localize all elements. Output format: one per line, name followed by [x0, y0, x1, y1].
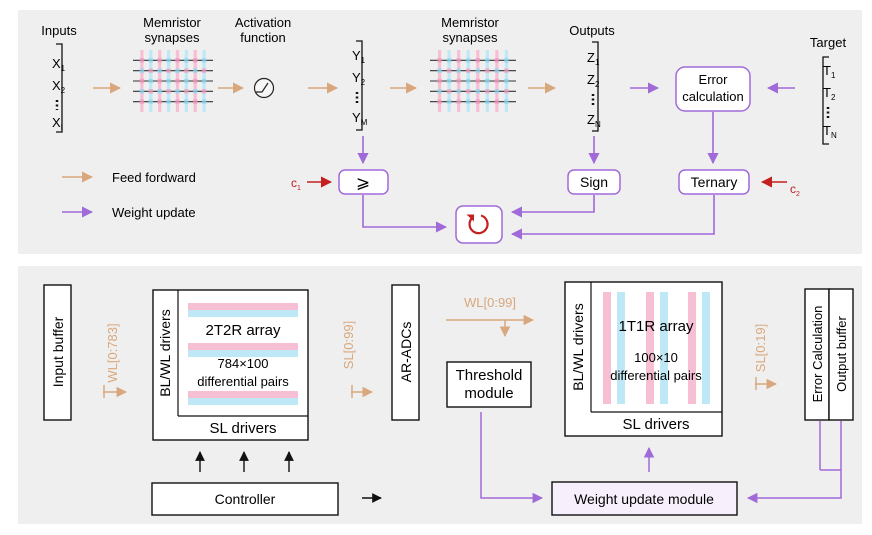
update-box	[455, 205, 503, 244]
pairs-2-line1: 100×10	[634, 350, 678, 365]
ar-adcs-box	[391, 284, 420, 421]
legend-feed-label: Feed fordward	[112, 170, 196, 185]
blwl-drivers-1-label: BL/WL drivers	[157, 309, 173, 396]
output-vector: Z1 Z2 ZN	[587, 41, 601, 132]
arrow-ternary-to-update	[510, 195, 715, 240]
pairs-2-line2: differential pairs	[610, 368, 702, 383]
error-calc-line1: Error	[699, 72, 729, 87]
threshold-line1: Threshold	[456, 367, 523, 384]
activation-function-icon	[253, 77, 275, 99]
hidden-vector: Y1 Y2 YM	[352, 40, 368, 131]
input-vector: X1 X2 XI	[52, 43, 66, 133]
z1-label: Z1	[587, 50, 600, 67]
weight-update-module-label: Weight update module	[574, 491, 714, 507]
synapses1-title-line2: synapses	[145, 30, 200, 45]
weight-update-module-box	[551, 481, 738, 516]
outputs-title: Outputs	[569, 23, 615, 38]
threshold-module-box	[446, 361, 532, 408]
output-buffer-label: Output buffer	[834, 316, 849, 392]
pairs-1-line2: differential pairs	[197, 374, 289, 389]
sl99-label: SL[0:99]	[341, 321, 356, 369]
c2-label: c2	[790, 182, 800, 198]
arrow-compare-to-update	[362, 195, 448, 233]
zn-label: ZN	[587, 112, 601, 129]
legend-update-label: Weight update	[112, 205, 196, 220]
pairs-1-line1: 784×100	[218, 356, 269, 371]
error-calculation-box	[675, 66, 751, 112]
threshold-line2: module	[464, 385, 513, 402]
activation-title-line1: Activation	[235, 15, 291, 30]
x2-label: X2	[52, 78, 66, 95]
ternary-label: Ternary	[691, 174, 738, 190]
tn-label: TN	[823, 123, 837, 140]
error-calculation-label: Error Calculation	[810, 306, 825, 403]
array-2t2r-label: 2T2R array	[205, 322, 281, 339]
sl-drivers-2-label: SL drivers	[623, 416, 690, 433]
sl-drivers-1-label: SL drivers	[210, 420, 277, 437]
arrow-threshold-to-update	[480, 412, 544, 504]
blwl-drivers-2-label: BL/WL drivers	[570, 303, 586, 390]
t2-label: T2	[823, 85, 836, 102]
ar-adcs-label: AR-ADCs	[398, 322, 414, 383]
array-1t1r-label: 1T1R array	[618, 318, 694, 335]
input-buffer-label: Input buffer	[50, 316, 66, 387]
update-cycle-icon	[466, 214, 489, 235]
wl99-label: WL[0:99]	[464, 295, 516, 310]
ym-label: YM	[352, 110, 368, 127]
input-buffer-box	[43, 284, 72, 421]
c1-label: c1	[291, 176, 301, 192]
memristor-crossbar-1	[133, 50, 213, 112]
sl19-label: SL[0:19]	[753, 324, 768, 372]
sign-label: Sign	[580, 174, 608, 190]
y1-label: Y1	[352, 48, 366, 65]
x1-label: X1	[52, 56, 66, 73]
ternary-box	[678, 169, 750, 195]
arrow-sign-to-update	[510, 195, 595, 218]
output-buffer-column	[828, 288, 854, 421]
synapses2-title-line2: synapses	[443, 30, 498, 45]
controller-label: Controller	[215, 491, 276, 507]
wl783-label: WL[0:783]	[105, 323, 120, 382]
inputs-title: Inputs	[41, 23, 77, 38]
error-calculation-column	[804, 288, 830, 421]
xn-label: XI	[52, 115, 63, 132]
sign-box	[567, 169, 621, 195]
t1-label: T1	[823, 63, 836, 80]
synapses1-title-line1: Memristor	[143, 15, 201, 30]
activation-title-line2: function	[240, 30, 286, 45]
compare-box	[338, 169, 389, 195]
z2-label: Z2	[587, 72, 600, 89]
synapses2-title-line1: Memristor	[441, 15, 499, 30]
target-title: Target	[810, 35, 847, 50]
y2-label: Y2	[352, 70, 366, 87]
controller-box	[151, 482, 339, 516]
arrow-error-to-update	[746, 421, 842, 504]
error-calc-line2: calculation	[682, 89, 743, 104]
compare-symbol: ⩾	[356, 173, 370, 192]
target-vector: T1 T2 TN	[822, 56, 837, 145]
memristor-crossbar-2	[430, 50, 516, 112]
